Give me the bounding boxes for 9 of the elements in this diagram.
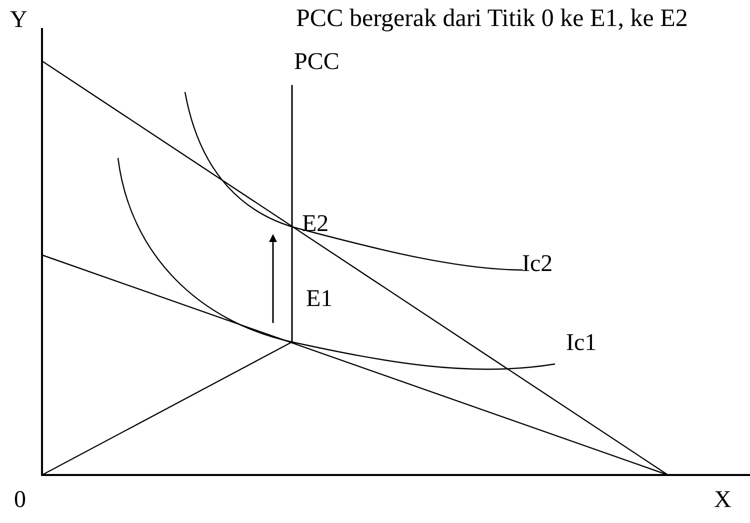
curve-label: Ic1: [566, 331, 597, 355]
axis-label: X: [714, 488, 732, 512]
axis-label: Y: [10, 8, 28, 32]
point-label: E2: [302, 212, 329, 236]
chart-title: PCC bergerak dari Titik 0 ke E1, ke E2: [296, 6, 688, 31]
origin-label: 0: [14, 488, 26, 512]
curve-label: PCC: [294, 50, 340, 74]
curve-label: Ic2: [522, 252, 553, 276]
point-label: E1: [306, 287, 333, 311]
